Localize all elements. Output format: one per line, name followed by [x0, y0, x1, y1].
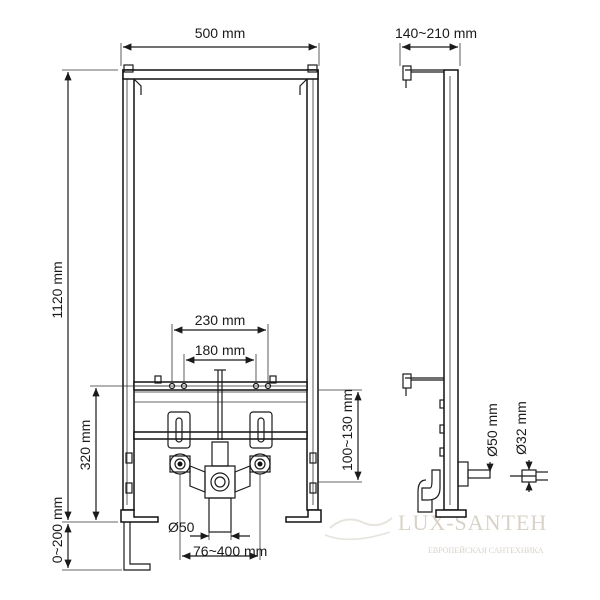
dim-side-drain-dia: Ø50 mm: [484, 403, 500, 472]
dim-foot-adjust: 0~200 mm: [49, 497, 122, 571]
dim-drain-dia: Ø50: [168, 519, 250, 540]
watermark-brand: LUX-SANTEH: [398, 510, 547, 535]
dim-width-top: 500 mm: [120, 25, 320, 66]
dim-spacing-outer-label: 230 mm: [195, 312, 246, 328]
dim-depth-top-label: 140~210 mm: [395, 25, 477, 41]
pipe-detail-icon: [510, 469, 548, 483]
dim-spacing-inner: 180 mm: [183, 342, 257, 382]
dim-spacing-inner-label: 180 mm: [195, 342, 246, 358]
dim-offset-side: 100~130 mm: [318, 389, 362, 483]
dim-foot-adjust-label: 0~200 mm: [49, 497, 65, 564]
dim-connection-height: 320 mm: [77, 385, 170, 520]
dim-offset-side-label: 100~130 mm: [339, 389, 355, 471]
dim-depth-top: 140~210 mm: [395, 25, 477, 66]
dim-side-pipe-dia: Ø32 mm: [513, 401, 533, 492]
dim-side-drain-dia-label: Ø50 mm: [484, 403, 500, 457]
watermark-tagline: ЕВРОПЕЙСКАЯ САНТЕХНИКА: [428, 546, 544, 555]
dim-spacing-outer: 230 mm: [171, 312, 269, 382]
dim-width-top-label: 500 mm: [195, 25, 246, 41]
side-frame: [402, 65, 491, 518]
dim-height-total: 1120 mm: [49, 69, 118, 523]
watermark-logo-icon: [324, 517, 393, 541]
dim-side-pipe-dia-label: Ø32 mm: [513, 401, 529, 455]
dim-drain-offset: 76~400 mm: [179, 474, 267, 560]
watermark: LUX-SANTEH ЕВРОПЕЙСКАЯ САНТЕХНИКА: [324, 510, 547, 555]
dim-height-total-label: 1120 mm: [49, 261, 65, 318]
dim-drain-dia-label: Ø50: [168, 519, 195, 535]
dim-connection-height-label: 320 mm: [77, 420, 93, 471]
dim-drain-offset-label: 76~400 mm: [193, 543, 267, 559]
